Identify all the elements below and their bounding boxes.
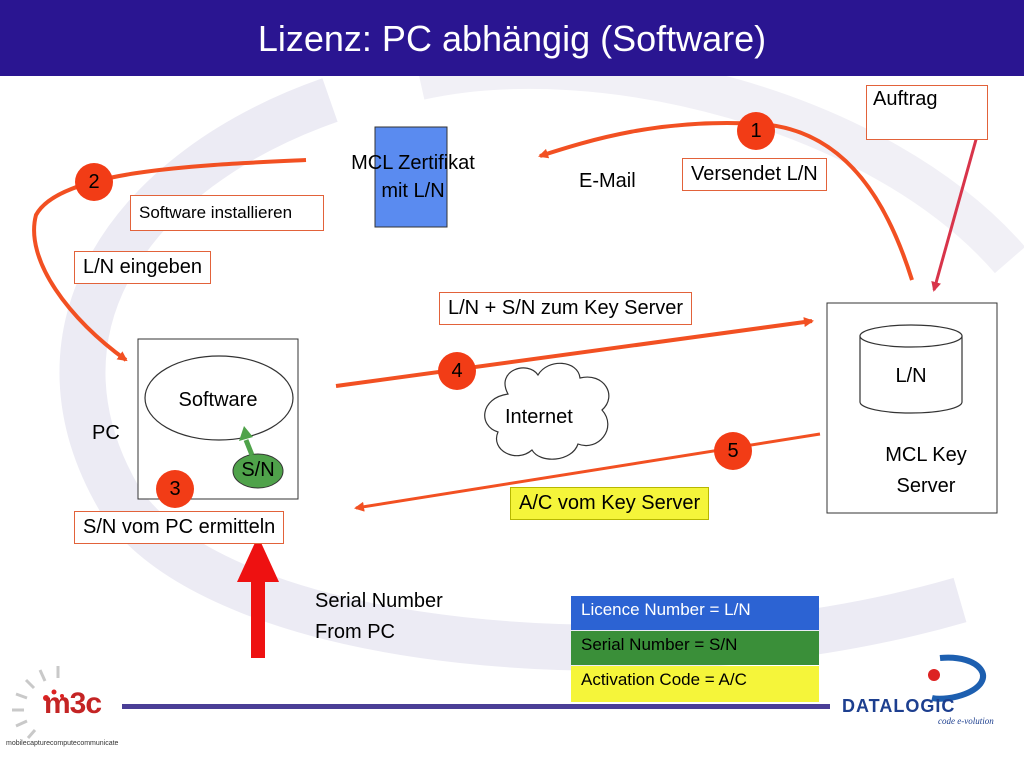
arrow-1-email	[538, 120, 914, 281]
step-3-badge: 3	[156, 470, 194, 508]
slide-title: Lizenz: PC abhängig (Software)	[257, 18, 767, 59]
software-installieren-label: Software installieren	[139, 203, 293, 222]
sn-arrow-head-shape	[239, 426, 253, 441]
m3c-logo-icon	[12, 666, 64, 739]
auftrag-arrow	[931, 135, 979, 292]
mcl-certificate-shape	[374, 126, 448, 228]
ln-eingeben-box: L/N eingeben	[74, 251, 211, 284]
step-1-badge: 1	[737, 112, 775, 150]
m3c-tagline: mobilecapturecomputecommunicate	[6, 740, 119, 747]
software-installieren-box: Software installieren	[130, 195, 324, 231]
legend-licence: Licence Number = L/N	[571, 596, 819, 630]
footer-line	[122, 704, 830, 709]
database-cylinder-top	[859, 324, 963, 348]
versendet-label: Versendet L/N	[691, 163, 818, 185]
legend-serial: Serial Number = S/N	[571, 631, 819, 665]
software-label: Software	[178, 389, 258, 411]
sn-chip	[232, 453, 284, 489]
ac-box: A/C vom Key Server	[510, 487, 710, 520]
ln-eingeben-label: L/N eingeben	[83, 256, 202, 278]
pc-label: PC	[92, 422, 120, 444]
sn-vom-pc-label: S/N vom PC ermitteln	[83, 516, 276, 538]
step-2-badge: 2	[75, 163, 113, 201]
serial-from-line2: From PC	[315, 621, 395, 643]
legend-serial-label: Serial Number = S/N	[581, 635, 738, 654]
auftrag-label: Auftrag	[873, 88, 938, 110]
big-arrow-shaft	[251, 578, 265, 658]
serial-from-line1: Serial Number	[315, 590, 443, 612]
software-ellipse	[144, 355, 294, 441]
ln-sn-label: L/N + S/N zum Key Server	[448, 297, 684, 319]
datalogic-brand: DATALOGIC	[842, 696, 956, 716]
database-cylinder	[859, 336, 963, 414]
m3c-brand: m3c	[44, 687, 102, 720]
ln-sn-box: L/N + S/N zum Key Server	[439, 292, 693, 325]
legend-activation: Activation Code = A/C	[571, 666, 819, 702]
mcl-zertifikat-line2: mit L/N	[381, 180, 445, 202]
ln-db-label: L/N	[895, 365, 927, 387]
step-4-badge: 4	[438, 352, 476, 390]
sn-vom-pc-box: S/N vom PC ermitteln	[74, 511, 285, 544]
email-label: E-Mail	[579, 170, 636, 192]
title-bar	[0, 0, 1024, 76]
datalogic-tagline: code e-volution	[938, 716, 994, 726]
mcl-key-line1: MCL Key	[885, 444, 967, 466]
internet-cloud	[484, 362, 610, 460]
ac-label: A/C vom Key Server	[519, 492, 701, 514]
step-5-badge: 5	[714, 432, 752, 470]
legend-activation-label: Activation Code = A/C	[581, 670, 747, 689]
arrow-2-install	[32, 158, 307, 362]
auftrag-box: Auftrag	[866, 85, 988, 140]
arrow-4-to-server	[335, 317, 814, 388]
datalogic-logo-icon	[928, 654, 986, 702]
legend-licence-label: Licence Number = L/N	[581, 600, 751, 619]
versendet-box: Versendet L/N	[682, 158, 827, 191]
sn-chip-label: S/N	[241, 459, 275, 481]
mcl-zertifikat-line1: MCL Zertifikat	[351, 152, 475, 174]
internet-label: Internet	[505, 406, 573, 428]
mcl-key-line2: Server	[896, 475, 956, 497]
sn-to-software-arrow	[243, 439, 255, 456]
big-arrow-head	[237, 536, 279, 582]
